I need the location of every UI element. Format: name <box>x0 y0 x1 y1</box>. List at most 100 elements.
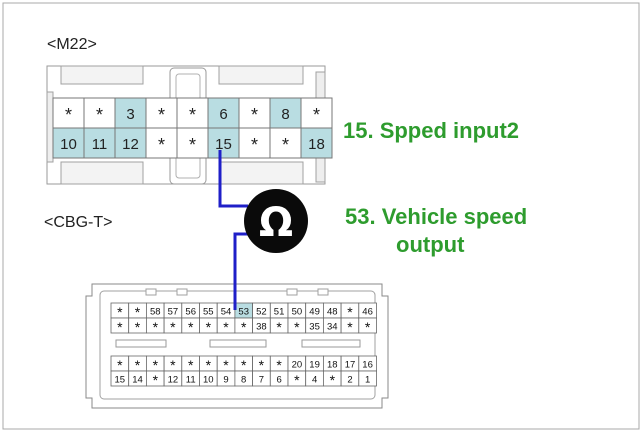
cbg-t-pin-label: * <box>294 372 300 388</box>
cbg-t-pin-label: 51 <box>274 307 285 318</box>
cbg-t-pin-label: * <box>188 357 194 373</box>
m22-pin-cell <box>300 97 333 129</box>
cbg-t-pin-label: * <box>206 357 212 373</box>
m22-pin-cell <box>83 127 116 159</box>
cbg-t-pin-label: * <box>206 319 212 335</box>
cbg-t-pin-label: * <box>170 357 176 373</box>
cbg-t-pin-label: 18 <box>327 360 338 371</box>
cbg-t-pin-label: 7 <box>259 375 264 386</box>
m22-pin-label: 15 <box>215 136 232 153</box>
cbg-t-pin-label: * <box>276 319 282 335</box>
cbg-t-pin-label: 2 <box>347 375 352 386</box>
m22-connector-label: <M22> <box>47 36 97 53</box>
m22-pin-label: 18 <box>308 136 325 153</box>
ohmmeter-icon: Ω <box>244 189 308 253</box>
m22-pin-cell <box>238 97 271 129</box>
cbg-t-pin-label: * <box>223 319 229 335</box>
cbg-t-pin-label: 8 <box>241 375 246 386</box>
cbg-t-pin-label: * <box>223 357 229 373</box>
m22-pin-cell <box>269 97 302 129</box>
wire-pin-15 <box>218 150 248 208</box>
pin-53-description-line2: output <box>396 232 465 257</box>
cbg-t-pin-label: * <box>365 319 371 335</box>
cbg-t-pin-label: 57 <box>168 307 179 318</box>
cbg-t-pin-label: 53 <box>238 307 249 318</box>
m22-pin-label: * <box>189 105 196 125</box>
m22-pin-label: * <box>158 105 165 125</box>
m22-pin-label: 6 <box>219 106 227 123</box>
cbg-t-pin-label: 20 <box>292 360 303 371</box>
cbg-t-pin-label: 38 <box>256 322 267 333</box>
cbg-t-pin-label: 4 <box>312 375 317 386</box>
cbg-t-pin-label: 48 <box>327 307 338 318</box>
cbg-t-pin-label: 17 <box>345 360 356 371</box>
cbg-t-pin-label: 34 <box>327 322 338 333</box>
m22-pin-label: 8 <box>281 106 289 123</box>
cbg-t-pin-label: * <box>294 319 300 335</box>
m22-pin-label: 11 <box>92 136 108 153</box>
cbg-t-pin-cell <box>358 317 377 334</box>
cbg-t-pin-label: * <box>117 304 123 320</box>
cbg-t-pin-label: 49 <box>309 307 320 318</box>
cbg-t-pin-label: * <box>153 357 159 373</box>
m22-pin-label: * <box>96 105 103 125</box>
ohm-symbol: Ω <box>259 200 293 246</box>
m22-pin-label: * <box>158 135 165 155</box>
m22-pin-label: 3 <box>126 106 134 123</box>
cbg-t-pin-label: * <box>259 357 265 373</box>
m22-pin-label: * <box>251 135 258 155</box>
pin-53-description-line1: 53. Vehicle speed <box>345 204 528 229</box>
cbg-t-pin-label: 12 <box>168 375 179 386</box>
m22-pin-label: * <box>313 105 320 125</box>
cbg-t-pin-label: * <box>330 372 336 388</box>
cbg-t-pin-label: * <box>135 319 141 335</box>
m22-pin-label: 12 <box>122 136 139 153</box>
cbg-t-pin-label: 10 <box>203 375 214 386</box>
cbg-t-pin-label: * <box>117 357 123 373</box>
cbg-t-pin-label: * <box>276 357 282 373</box>
cbg-t-pin-label: 14 <box>132 375 143 386</box>
cbg-t-pin-label: * <box>117 319 123 335</box>
m22-pin-cell <box>52 127 85 159</box>
cbg-t-pin-label: * <box>347 319 353 335</box>
cbg-t-pin-label: 54 <box>221 307 232 318</box>
m22-pin-cell <box>300 127 333 159</box>
cbg-t-connector-label: <CBG-T> <box>44 214 113 231</box>
cbg-t-pin-label: 15 <box>115 375 126 386</box>
cbg-t-pin-label: * <box>347 304 353 320</box>
cbg-t-pin-label: * <box>135 304 141 320</box>
m22-pin-label: 10 <box>60 136 77 153</box>
cbg-t-pin-label: 55 <box>203 307 214 318</box>
cbg-t-pin-label: * <box>153 319 159 335</box>
m22-pin-label: * <box>251 105 258 125</box>
cbg-t-pin-label: 50 <box>292 307 303 318</box>
cbg-t-pin-cell <box>358 370 377 387</box>
m22-pin-grid: * * 3 * * 6 * 8 * 10 11 12 * * 15 * * 18 <box>52 97 333 159</box>
cbg-t-pin-label: 52 <box>256 307 267 318</box>
m22-pin-label: * <box>189 135 196 155</box>
m22-pin-label: * <box>282 135 289 155</box>
cbg-t-pin-label: * <box>241 319 247 335</box>
cbg-t-pin-label: 9 <box>223 375 228 386</box>
cbg-t-pin-label: 58 <box>150 307 161 318</box>
cbg-t-pin-label: 6 <box>276 375 281 386</box>
cbg-t-pin-label: 11 <box>186 375 196 386</box>
cbg-t-pin-label: 56 <box>185 307 196 318</box>
cbg-t-pin-label: * <box>188 319 194 335</box>
pin-15-description: 15. Spped input2 <box>343 118 520 143</box>
cbg-t-pin-label: * <box>170 319 176 335</box>
cbg-t-pin-label: 46 <box>362 307 373 318</box>
cbg-t-pin-label: 35 <box>309 322 320 333</box>
cbg-t-pin-label: 1 <box>365 375 370 386</box>
wire-pin-53 <box>233 232 250 310</box>
cbg-t-pin-label: * <box>241 357 247 373</box>
cbg-t-pin-label: * <box>135 357 141 373</box>
cbg-t-pin-label: 19 <box>309 360 320 371</box>
m22-pin-label: * <box>65 105 72 125</box>
cbg-t-pin-label: 16 <box>362 360 373 371</box>
m22-connector: * * 3 * * 6 * 8 * 10 11 12 * * 15 * * 18 <box>46 65 333 185</box>
